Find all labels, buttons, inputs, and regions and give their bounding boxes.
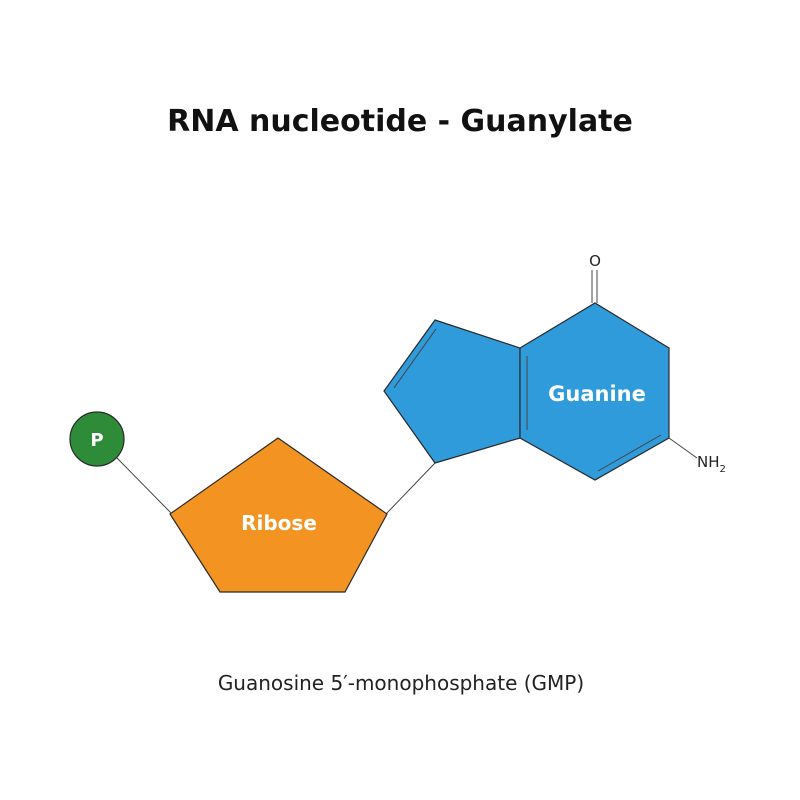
phosphate-ribose-bond [116, 457, 172, 514]
amine-group-label: NH2 [697, 453, 726, 475]
oxygen-atom-label: O [589, 252, 601, 270]
ribose-pentagon [169, 437, 388, 593]
phosphate-label: P [90, 430, 103, 451]
ribose-label: Ribose [241, 511, 317, 535]
amine-subscript-text: 2 [720, 464, 726, 475]
ribose-guanine-bond [385, 462, 436, 515]
diagram-caption: Guanosine 5′-monophosphate (GMP) [218, 671, 584, 695]
amine-nh-text: NH [697, 453, 720, 471]
amine-bond [668, 437, 698, 459]
double-bond-line-1 [393, 328, 437, 389]
guanine-pyrimidine-ring [519, 302, 670, 481]
phosphate-circle [69, 411, 125, 467]
diagram-title: RNA nucleotide - Guanylate [167, 104, 633, 139]
guanine-label: Guanine [548, 382, 646, 406]
guanine-imidazole-ring [383, 319, 521, 464]
double-bond-line-3 [597, 434, 662, 472]
